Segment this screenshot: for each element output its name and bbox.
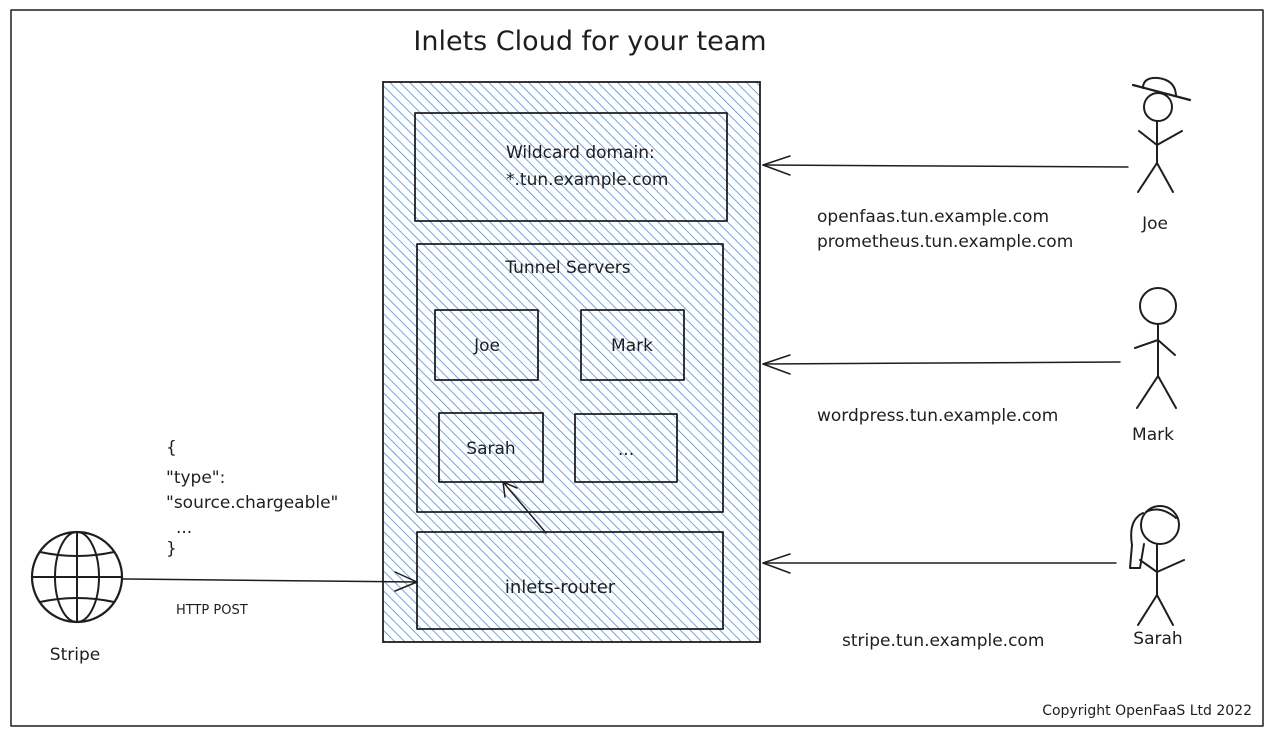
- diagram-title: Inlets Cloud for your team: [413, 26, 766, 57]
- http-post-label: HTTP POST: [176, 603, 248, 618]
- joe-figure: [1131, 76, 1192, 193]
- mark-arrow: [762, 354, 1121, 375]
- inlets-router-box: inlets-router: [416, 531, 724, 630]
- router-to-sarah-arrow: [502, 481, 547, 534]
- copyright-text: Copyright OpenFaaS Ltd 2022: [1042, 703, 1252, 719]
- stripe-label: Stripe: [50, 645, 100, 665]
- payload-line: }: [166, 539, 177, 559]
- tunnel-box-label: Joe: [473, 336, 500, 356]
- tunnel-box-label: Mark: [611, 336, 653, 356]
- tunnel-box-label: ...: [618, 440, 634, 460]
- wildcard-domain: *.tun.example.com: [506, 170, 668, 190]
- user-name-mark: Mark: [1132, 425, 1174, 445]
- tunnel-box-sarah: Sarah: [438, 412, 544, 483]
- tunnel-box-label: Sarah: [466, 439, 515, 459]
- sarah-figure: [1129, 505, 1185, 626]
- stripe-arrow: [121, 571, 418, 592]
- payload-line: {: [166, 438, 177, 458]
- sarah-arrow: [762, 553, 1117, 574]
- payload-line: "source.chargeable": [166, 493, 338, 513]
- payload-line: ...: [176, 518, 192, 538]
- tunnel-servers-title: Tunnel Servers: [504, 258, 630, 278]
- joe-arrow: [762, 155, 1129, 176]
- tunnel-servers-box: Tunnel Servers Joe Mark Sarah ...: [416, 243, 724, 513]
- payload-line: "type":: [166, 468, 225, 488]
- inlets-router-label: inlets-router: [505, 577, 616, 598]
- domain-label: stripe.tun.example.com: [842, 631, 1044, 651]
- payload-json: { "type": "source.chargeable" ... }: [166, 438, 338, 559]
- outer-frame: [10, 9, 1264, 727]
- tunnel-box-more: ...: [574, 413, 678, 483]
- user-name-joe: Joe: [1141, 214, 1168, 234]
- tunnel-box-mark: Mark: [580, 309, 685, 381]
- cloud-container: [382, 81, 761, 643]
- tunnel-box-joe: Joe: [434, 309, 539, 381]
- mark-figure: [1134, 287, 1177, 409]
- user-name-sarah: Sarah: [1133, 629, 1182, 649]
- wildcard-domain-box: Wildcard domain: *.tun.example.com: [414, 112, 728, 222]
- domain-label: prometheus.tun.example.com: [817, 232, 1073, 252]
- globe-icon: [30, 530, 124, 624]
- wildcard-label: Wildcard domain:: [506, 143, 655, 163]
- domain-label: openfaas.tun.example.com: [817, 207, 1049, 227]
- domain-label: wordpress.tun.example.com: [817, 406, 1058, 426]
